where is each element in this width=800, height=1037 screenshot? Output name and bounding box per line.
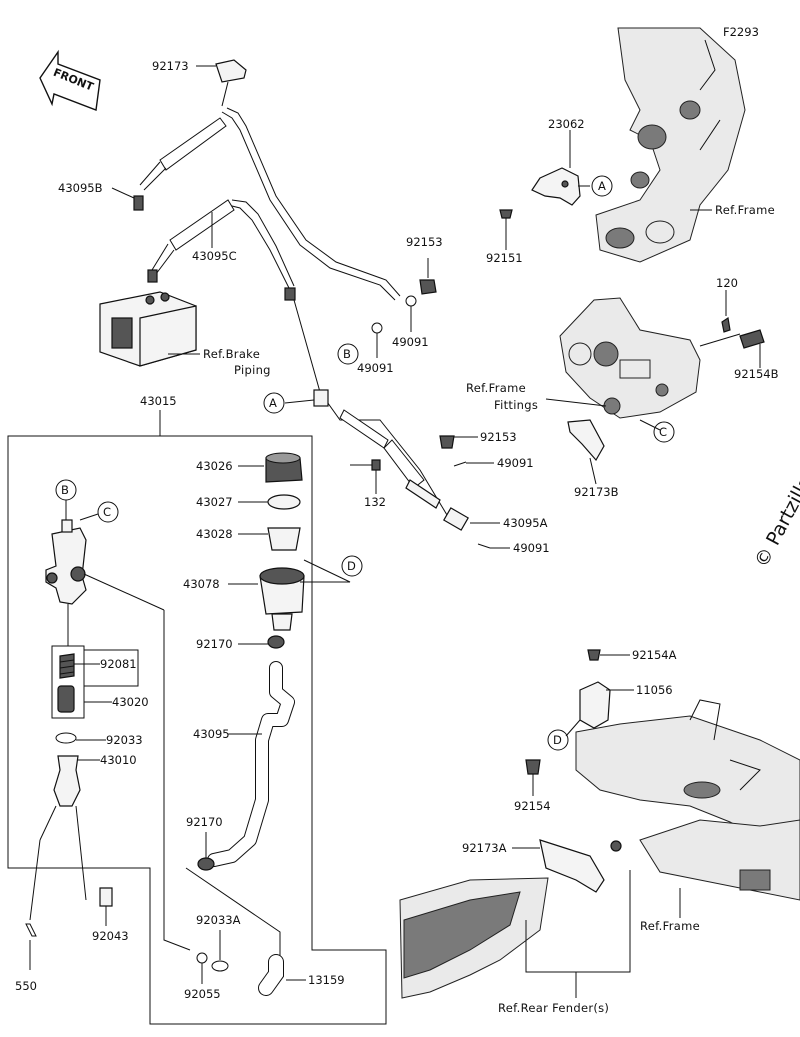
watermark: © Partzilla <box>750 473 800 572</box>
push-rod-43010 <box>53 755 81 807</box>
piston-spring-92081 <box>59 653 75 679</box>
label-92153-top: 92153 <box>406 235 443 249</box>
frame-fittings <box>559 297 701 419</box>
label-49091-b: 49091 <box>357 361 394 375</box>
callout-b-mid: B <box>343 347 351 361</box>
rear-frame <box>575 699 800 901</box>
joint-13159 <box>259 955 283 995</box>
label-43028: 43028 <box>196 527 233 541</box>
frame-top-right <box>595 27 746 263</box>
bracket-23062 <box>531 167 581 206</box>
label-120: 120 <box>716 276 738 290</box>
label-43010: 43010 <box>100 753 137 767</box>
label-92154b: 92154B <box>734 367 779 381</box>
figure-code: F2293 <box>723 25 759 39</box>
ref-rear-fender: Ref.Rear Fender(s) <box>498 1001 609 1015</box>
clip-92173 <box>215 59 247 83</box>
callout-d-mid: D <box>347 559 356 573</box>
label-49091-a: 49091 <box>392 335 429 349</box>
label-43020: 43020 <box>112 695 149 709</box>
callout-c-left: C <box>103 505 111 519</box>
ref-frame-top: Ref.Frame <box>715 203 775 217</box>
label-43026: 43026 <box>196 459 233 473</box>
rear-fender <box>399 877 549 999</box>
label-92173: 92173 <box>152 59 189 73</box>
label-92055: 92055 <box>184 987 221 1001</box>
diaphragm-43028 <box>267 527 301 551</box>
pin-92043 <box>99 887 113 907</box>
label-43027: 43027 <box>196 495 233 509</box>
ref-fittings-1: Ref.Frame <box>466 381 526 395</box>
brake-lines-top <box>133 107 401 301</box>
bolt-92154a <box>587 649 601 661</box>
bolt-92153-top <box>419 279 437 295</box>
clamp-92170-bottom <box>197 857 215 871</box>
label-550: 550 <box>15 979 37 993</box>
circlip-92033 <box>55 732 77 744</box>
label-92043: 92043 <box>92 929 129 943</box>
ref-brake-2: Piping <box>234 363 271 377</box>
label-43095b: 43095B <box>58 181 103 195</box>
label-11056: 11056 <box>636 683 673 697</box>
label-92081: 92081 <box>100 657 137 671</box>
label-92033: 92033 <box>106 733 143 747</box>
oring-92055 <box>196 952 208 964</box>
circlip-92033a <box>211 960 229 972</box>
label-92033a: 92033A <box>196 913 241 927</box>
callout-d-right: D <box>553 733 562 747</box>
label-92173b: 92173B <box>574 485 619 499</box>
ref-frame-bottom: Ref.Frame <box>640 919 700 933</box>
callout-a-right: A <box>598 179 606 193</box>
bracket-11056 <box>579 681 611 729</box>
abs-unit <box>99 291 197 367</box>
callout-a-left: A <box>269 396 277 410</box>
label-43095c: 43095C <box>192 249 237 263</box>
plate-43027 <box>267 494 301 510</box>
label-43015: 43015 <box>140 394 177 408</box>
piston-43020 <box>57 685 75 713</box>
label-92151: 92151 <box>486 251 523 265</box>
hose-assembly-43095a <box>293 299 469 531</box>
label-92153-mid: 92153 <box>480 430 517 444</box>
label-43095a: 43095A <box>503 516 548 530</box>
label-43095: 43095 <box>193 727 230 741</box>
label-132: 132 <box>364 495 386 509</box>
clamp-92170-top <box>267 635 285 649</box>
label-92173a: 92173A <box>462 841 507 855</box>
clip-92173a <box>539 839 605 893</box>
label-49091-c: 49091 <box>497 456 534 470</box>
label-92170-a: 92170 <box>196 637 233 651</box>
bolt-92154 <box>525 759 541 775</box>
label-92154: 92154 <box>514 799 551 813</box>
label-49091-d: 49091 <box>513 541 550 555</box>
assembly-boundary <box>7 435 387 1025</box>
callout-b-left: B <box>61 483 69 497</box>
label-43078: 43078 <box>183 577 220 591</box>
label-23062: 23062 <box>548 117 585 131</box>
master-cylinder <box>45 519 87 605</box>
piston-kit-box <box>51 645 85 719</box>
ref-fittings-2: Fittings <box>494 398 538 412</box>
clip-92173b <box>567 419 605 462</box>
label-13159: 13159 <box>308 973 345 987</box>
front-arrow-icon: FRONT <box>39 49 101 111</box>
label-92154a: 92154A <box>632 648 677 662</box>
ref-brake-1: Ref.Brake <box>203 347 260 361</box>
label-92170-b: 92170 <box>186 815 223 829</box>
callout-c-right: C <box>659 425 667 439</box>
reservoir-43078 <box>259 567 305 631</box>
